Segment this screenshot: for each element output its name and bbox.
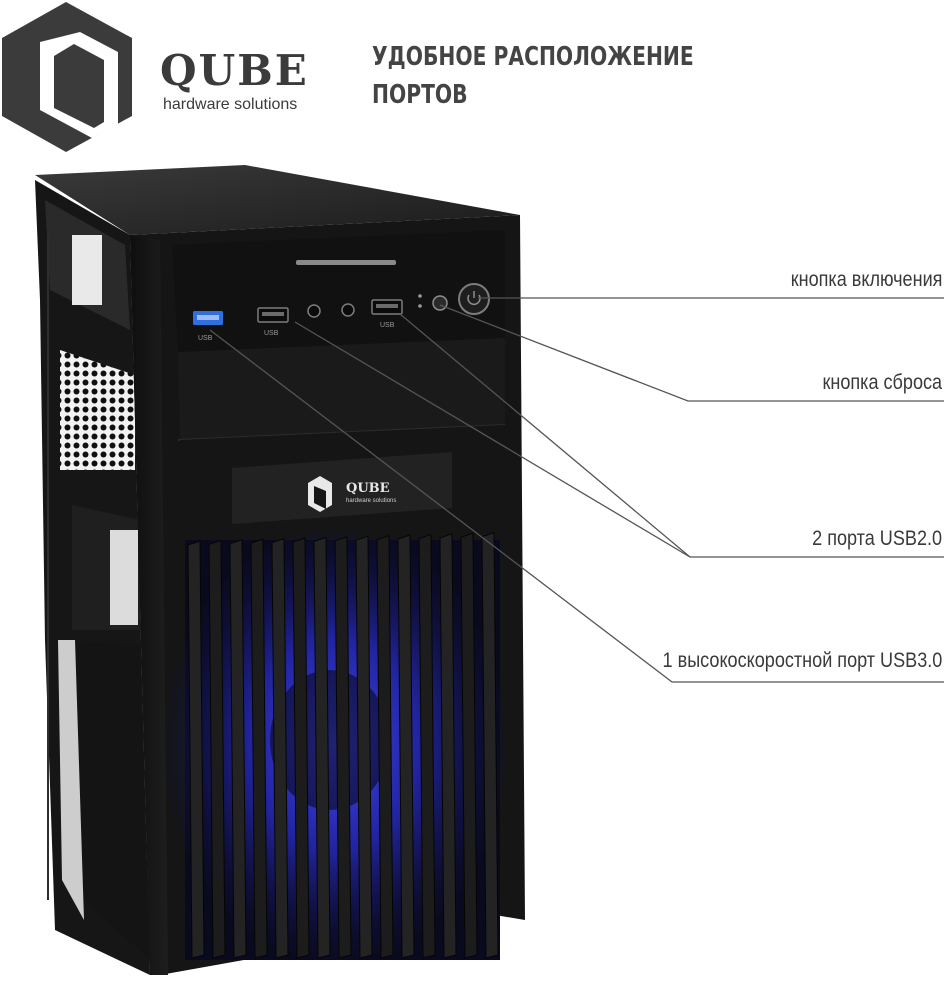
- grille-fin: [292, 537, 310, 959]
- grille-fin: [376, 534, 394, 959]
- callout-reset-button: кнопка сброса: [822, 371, 942, 394]
- power-led-icon: [418, 294, 422, 298]
- page-headline: УДОБНОЕ РАСПОЛОЖЕНИЕ ПОРТОВ: [372, 38, 694, 114]
- grille-fin: [250, 538, 268, 959]
- callout-usb3-port: 1 высокоскоростной порт USB3.0: [662, 649, 942, 672]
- brand-name: QUBE: [160, 46, 309, 95]
- leader-line-usb2-right: [399, 313, 691, 558]
- case-side-interior: [35, 180, 150, 975]
- microphone-jack[interactable]: [341, 303, 355, 317]
- usb3-port-label: USB: [198, 335, 213, 342]
- brand-logo: QUBE hardware solutions: [0, 0, 320, 160]
- grille-fin: [460, 532, 478, 959]
- grille-fin: [397, 534, 415, 959]
- power-button[interactable]: [458, 283, 490, 315]
- grille-fin: [334, 536, 352, 959]
- front-grille: [187, 531, 499, 959]
- brand-tagline: hardware solutions: [163, 96, 298, 113]
- qube-cube-icon: [2, 2, 132, 152]
- grille-fin: [271, 537, 289, 959]
- reset-button[interactable]: [432, 295, 448, 311]
- callout-leader-lines: [209, 297, 944, 683]
- case-badge-tagline: hardware solutions: [346, 498, 396, 504]
- case-badge: QUBE hardware solutions: [308, 476, 396, 512]
- grille-fin: [187, 540, 205, 959]
- case-badge-name: QUBE: [346, 481, 390, 496]
- leader-line-reset: [439, 304, 944, 402]
- grille-fin: [229, 539, 247, 959]
- grille-fin: [355, 535, 373, 959]
- grille-fin: [313, 536, 331, 959]
- usb2-left-label: USB: [264, 330, 279, 337]
- grille-fin: [439, 533, 457, 959]
- headline-line-1: УДОБНОЕ РАСПОЛОЖЕНИЕ: [372, 42, 694, 72]
- headline-line-2: ПОРТОВ: [372, 80, 468, 110]
- case-top-panel: [35, 165, 520, 235]
- grille-fin: [208, 539, 226, 959]
- grille-fin: [481, 531, 499, 959]
- callout-usb2-ports: 2 порта USB2.0: [812, 527, 942, 550]
- headphone-jack[interactable]: [307, 304, 321, 318]
- callout-power-button: кнопка включения: [790, 268, 942, 291]
- usb2-right-label: USB: [380, 322, 395, 329]
- hdd-led-icon: [418, 304, 422, 308]
- grille-fin: [418, 533, 436, 959]
- leader-line-usb3: [209, 329, 944, 683]
